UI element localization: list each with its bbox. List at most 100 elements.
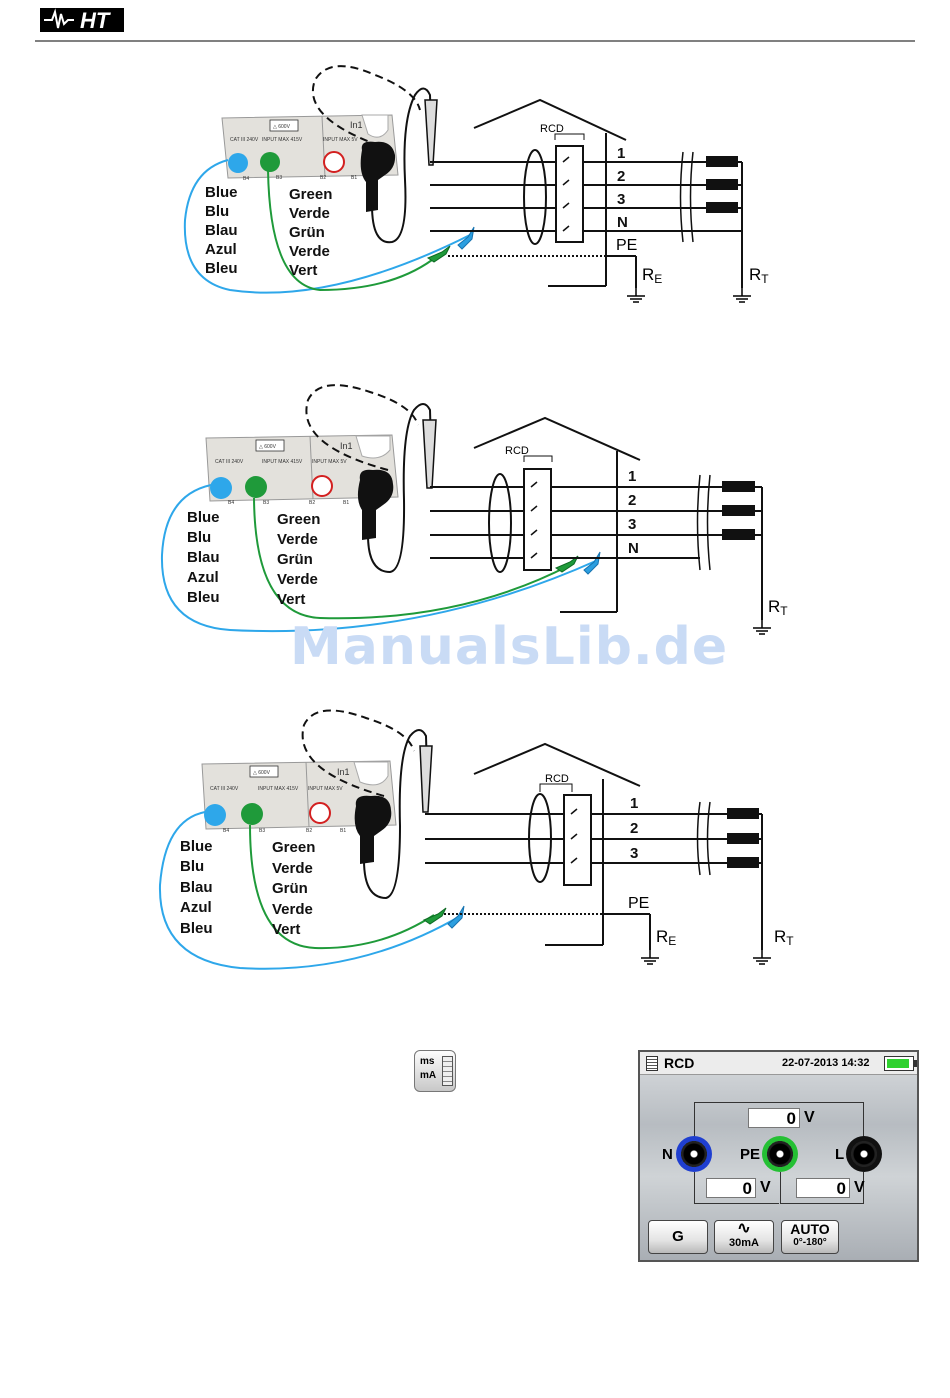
diagram-1: △ 600V CAT III 240V INPUT MAX 415V INPUT… xyxy=(183,65,769,303)
rcd-key-icon[interactable]: ms mA xyxy=(414,1050,456,1092)
instrument-1: △ 600V CAT III 240V INPUT MAX 415V INPUT… xyxy=(221,114,399,212)
svg-text:△ 600V: △ 600V xyxy=(259,444,277,450)
svg-text:Bleu: Bleu xyxy=(187,589,220,606)
svg-text:Grün: Grün xyxy=(272,880,308,897)
svg-text:INPUT MAX 5V: INPUT MAX 5V xyxy=(312,459,347,465)
svg-text:B1: B1 xyxy=(340,828,346,834)
svg-text:In1: In1 xyxy=(340,441,353,451)
voltage-right-unit: V xyxy=(854,1179,865,1196)
svg-text:Grün: Grün xyxy=(277,551,313,568)
screen-status-bar: RCD 22-07-2013 14:32 xyxy=(640,1052,917,1075)
breaker-icon xyxy=(442,1056,453,1086)
svg-text:INPUT MAX 5V: INPUT MAX 5V xyxy=(323,137,358,143)
svg-text:N: N xyxy=(628,540,639,557)
terminal-pe xyxy=(762,1136,798,1172)
svg-text:INPUT MAX 415V: INPUT MAX 415V xyxy=(262,137,303,143)
instrument-screen: RCD 22-07-2013 14:32 0 V N PE L 0 V 0 V … xyxy=(638,1050,919,1262)
svg-text:2: 2 xyxy=(617,168,625,185)
svg-text:3: 3 xyxy=(617,191,625,208)
terminal-l xyxy=(846,1136,882,1172)
svg-text:PE: PE xyxy=(628,895,649,912)
document-icon xyxy=(646,1056,658,1071)
svg-text:2: 2 xyxy=(630,820,638,837)
svg-text:CAT III 240V: CAT III 240V xyxy=(215,459,244,465)
svg-text:Bleu: Bleu xyxy=(205,260,238,277)
svg-text:Blau: Blau xyxy=(205,222,238,239)
current-label: 30mA xyxy=(729,1237,759,1249)
current-button[interactable]: ∿ 30mA xyxy=(714,1220,774,1254)
svg-text:B4: B4 xyxy=(223,828,229,834)
svg-text:N: N xyxy=(617,214,628,231)
svg-text:RCD: RCD xyxy=(545,773,569,785)
svg-text:Blau: Blau xyxy=(180,879,213,896)
svg-text:Grün: Grün xyxy=(289,224,325,241)
svg-text:1: 1 xyxy=(617,145,625,162)
svg-text:B3: B3 xyxy=(259,828,265,834)
key-icon-top: ms xyxy=(420,1056,435,1067)
connect-line-b1 xyxy=(694,1203,779,1204)
svg-text:Blue: Blue xyxy=(205,184,238,201)
instrument-3: △ 600V CAT III 240V INPUT MAX 415V INPUT… xyxy=(201,760,397,864)
terminal-n xyxy=(676,1136,712,1172)
svg-text:△ 600V: △ 600V xyxy=(253,770,271,776)
svg-text:Azul: Azul xyxy=(205,241,237,258)
auto-label: AUTO xyxy=(790,1221,830,1237)
terminal-n-label: N xyxy=(662,1146,673,1163)
connect-line-l xyxy=(694,1102,695,1149)
svg-text:RT: RT xyxy=(749,265,769,286)
svg-text:△ 600V: △ 600V xyxy=(273,124,291,130)
svg-text:Blu: Blu xyxy=(205,203,229,220)
svg-text:Green: Green xyxy=(272,839,315,856)
svg-text:1: 1 xyxy=(628,468,636,485)
svg-text:Bleu: Bleu xyxy=(180,920,213,937)
phase-label: 0°-180° xyxy=(793,1237,827,1248)
svg-text:RT: RT xyxy=(774,927,794,948)
voltage-top-unit: V xyxy=(804,1109,815,1126)
svg-text:B1: B1 xyxy=(351,175,357,181)
svg-text:Verde: Verde xyxy=(289,243,330,260)
connect-line-br xyxy=(863,1172,864,1204)
svg-text:Green: Green xyxy=(289,186,332,203)
voltage-left-unit: V xyxy=(760,1179,771,1196)
svg-text:Vert: Vert xyxy=(277,591,305,608)
svg-text:B3: B3 xyxy=(276,175,282,181)
connect-line-r xyxy=(863,1102,864,1149)
svg-text:Azul: Azul xyxy=(180,899,212,916)
svg-text:Blau: Blau xyxy=(187,549,220,566)
svg-text:B2: B2 xyxy=(320,175,326,181)
svg-text:2: 2 xyxy=(628,492,636,509)
logo-text: HT xyxy=(80,8,111,33)
svg-text:Azul: Azul xyxy=(187,569,219,586)
svg-text:INPUT MAX 415V: INPUT MAX 415V xyxy=(262,459,303,465)
svg-text:Blu: Blu xyxy=(180,858,204,875)
voltage-right: 0 xyxy=(796,1178,850,1198)
svg-text:Verde: Verde xyxy=(272,901,313,918)
diagram-3: △ 600V CAT III 240V INPUT MAX 415V INPUT… xyxy=(158,709,794,970)
svg-text:RE: RE xyxy=(642,265,662,286)
auto-phase-button[interactable]: AUTO 0°-180° xyxy=(781,1220,839,1254)
svg-text:RCD: RCD xyxy=(505,445,529,457)
svg-text:3: 3 xyxy=(628,516,636,533)
svg-text:Blue: Blue xyxy=(180,838,213,855)
svg-text:Blu: Blu xyxy=(187,529,211,546)
svg-text:In1: In1 xyxy=(350,120,363,130)
svg-text:B4: B4 xyxy=(243,176,249,182)
svg-text:RE: RE xyxy=(656,927,676,948)
svg-text:Blue: Blue xyxy=(187,509,220,526)
svg-text:Verde: Verde xyxy=(277,531,318,548)
svg-text:B2: B2 xyxy=(306,828,312,834)
voltage-left: 0 xyxy=(706,1178,756,1198)
svg-text:Green: Green xyxy=(277,511,320,528)
g-button[interactable]: G xyxy=(648,1220,708,1254)
terminal-pe-label: PE xyxy=(740,1146,761,1163)
svg-text:1: 1 xyxy=(630,795,638,812)
voltage-top: 0 xyxy=(748,1108,800,1128)
svg-text:Vert: Vert xyxy=(272,921,300,938)
svg-text:B4: B4 xyxy=(228,500,234,506)
svg-text:RT: RT xyxy=(768,597,788,618)
watermark: ManualsLib.de xyxy=(290,617,729,677)
svg-text:B3: B3 xyxy=(263,500,269,506)
diagram-2: △ 600V CAT III 240V INPUT MAX 415V INPUT… xyxy=(160,384,788,635)
key-icon-bottom: mA xyxy=(420,1070,437,1081)
